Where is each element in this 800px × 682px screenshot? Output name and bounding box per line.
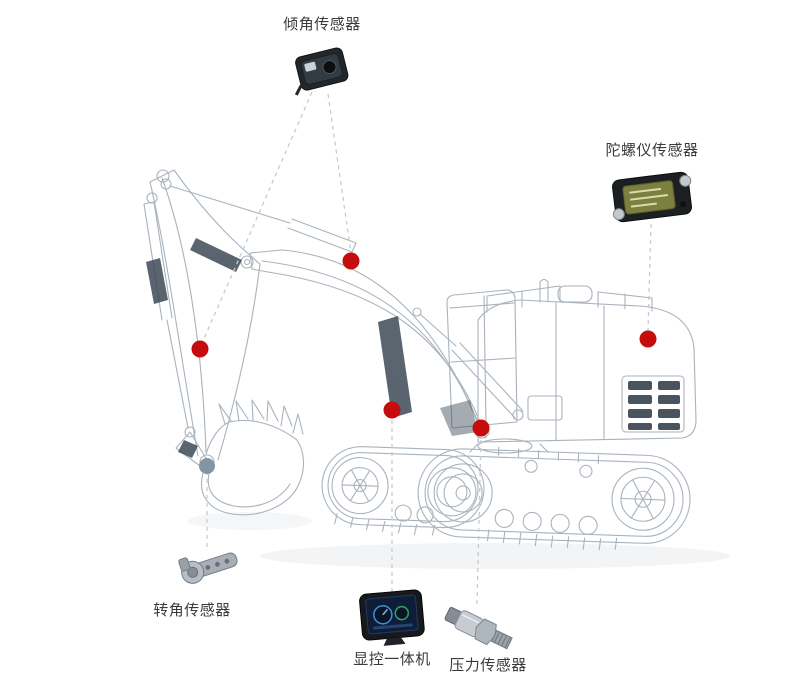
- leader-tilt-to-boom: [327, 93, 352, 254]
- marker-gyro: [639, 330, 657, 348]
- ground-shadow: [188, 512, 730, 569]
- label-gyro-sensor: 陀螺仪传感器: [605, 142, 699, 159]
- label-pressure-sensor: 压力传感器: [449, 657, 527, 674]
- display-console-image: [359, 589, 425, 646]
- cab: [446, 289, 518, 429]
- marker-arm-tilt: [191, 340, 209, 358]
- label-display-console: 显控一体机: [353, 651, 431, 668]
- sensor-markers: [191, 252, 657, 474]
- gyro-sensor-image: [612, 171, 692, 223]
- marker-bucket-angle: [199, 458, 215, 474]
- boom-cylinders: [412, 307, 524, 421]
- right-crawler-track: [417, 446, 691, 551]
- excavator-wireframe-illustration: [143, 169, 697, 551]
- label-tilt-sensor: 倾角传感器: [283, 16, 361, 33]
- marker-boom-tilt: [342, 252, 360, 270]
- engine-grille: [628, 381, 680, 430]
- leader-lines: [202, 91, 652, 605]
- marker-body: [383, 401, 401, 419]
- pressure-sensor-image: [444, 606, 513, 650]
- left-crawler-track: [321, 446, 485, 536]
- arm: [146, 169, 261, 461]
- label-angle-sensor: 转角传感器: [153, 602, 231, 619]
- leader-pressure: [476, 436, 482, 605]
- leader-tilt-to-arm: [202, 91, 313, 342]
- leader-gyro: [647, 223, 652, 332]
- marker-boom-foot: [472, 419, 490, 437]
- wireframe-shading: [146, 238, 478, 458]
- arm-cylinder: [160, 178, 357, 253]
- undercarriage: [469, 438, 549, 454]
- tilt-sensor-image: [294, 47, 349, 96]
- rotation-sensor-image: [178, 552, 238, 584]
- bucket: [199, 399, 305, 516]
